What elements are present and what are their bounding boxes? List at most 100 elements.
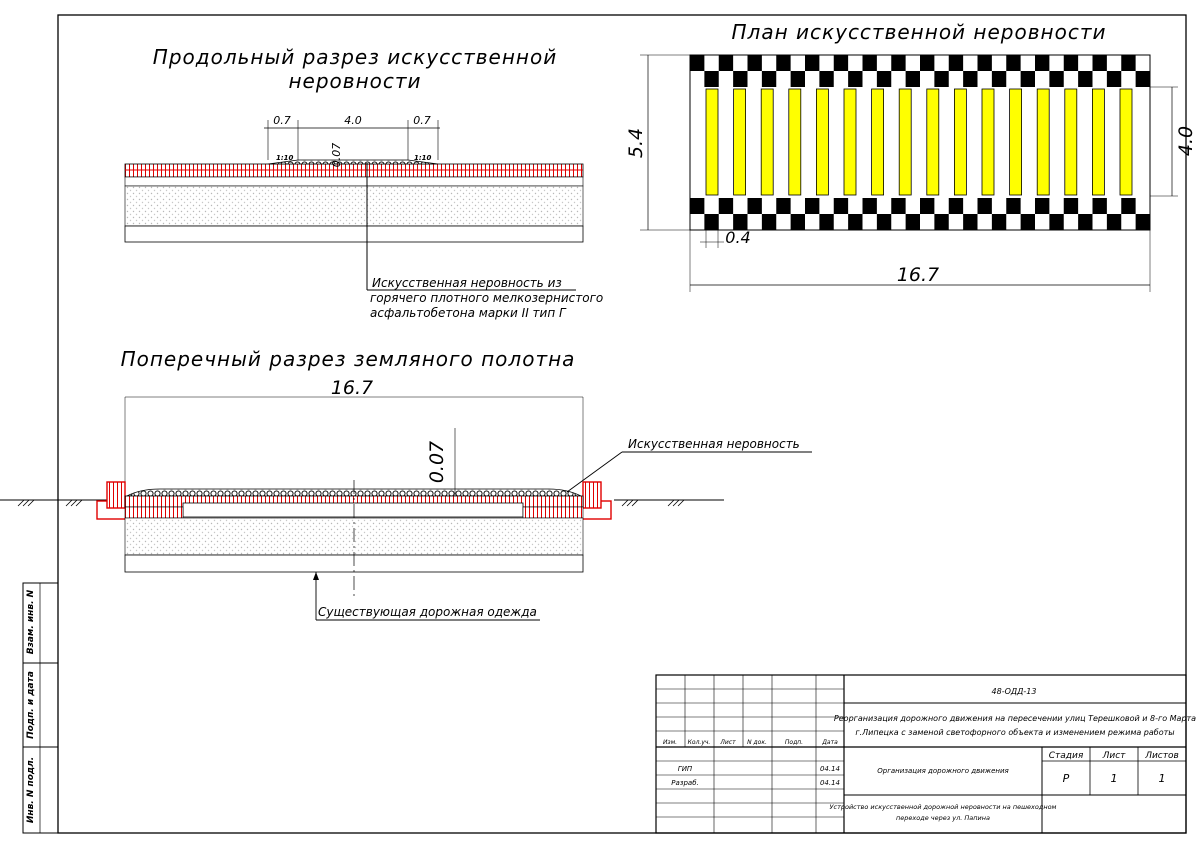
role-developer: Разраб. [671, 779, 699, 787]
callout-hump-material-line3: асфальтобетона марки II тип Г [370, 306, 567, 320]
yellow-stripes [705, 88, 1133, 196]
checker-cell [963, 214, 978, 230]
checker-cell [819, 214, 834, 230]
checker-cell [776, 198, 791, 214]
dim-stripe-width: 0.4 [725, 228, 750, 247]
yellow-stripe [1064, 88, 1078, 196]
checker-cell [1135, 214, 1150, 230]
yellow-stripe [816, 88, 829, 196]
stamp-replaced-inv: Взам. инв. N [26, 589, 36, 654]
dim-plan-length: 16.7 [897, 264, 939, 286]
checker-cell [1063, 198, 1079, 214]
checker-cell [1078, 214, 1093, 230]
checker-cell [1035, 198, 1050, 214]
date-gip: 04.14 [820, 765, 840, 773]
checker-cell [805, 55, 820, 71]
sheet-label: Лист [1102, 751, 1127, 761]
yellow-stripe [898, 88, 912, 196]
checker-cell [1121, 198, 1136, 214]
dim-plan-inner: 4.0 [1175, 126, 1197, 156]
col-list: Лист [719, 739, 736, 746]
checker-cell [891, 55, 906, 71]
checker-cell [905, 214, 920, 230]
yellow-stripe [954, 88, 967, 196]
checker-cell [733, 71, 748, 87]
stamp-original-inv: Инв. N подл. [26, 757, 36, 823]
checker-cell [718, 198, 734, 214]
sheets-value: 1 [1159, 772, 1166, 785]
checker-cell [1020, 214, 1035, 230]
checker-cell [1006, 55, 1021, 71]
side-stamp: Взам. инв. N Подп. и дата Инв. N подл. [22, 582, 59, 834]
plan-title: План искусственной неровности [732, 20, 1107, 44]
checker-cell [718, 55, 734, 71]
checker-cell [948, 198, 964, 214]
role-gip: ГИП [678, 765, 693, 773]
checker-cell [1092, 55, 1107, 71]
checker-cell [1106, 214, 1122, 230]
checker-cell [690, 55, 705, 71]
dim-ramp-right: 0.7 [413, 114, 431, 127]
checker-cell [848, 71, 863, 87]
checker-cell [761, 214, 777, 230]
drawing-name-line2: переходе через ул. Папина [896, 814, 990, 822]
drawing-name-line1: Устройство искусственной дорожной неровн… [830, 803, 1057, 811]
checker-cell [776, 55, 791, 71]
yellow-stripe [1119, 88, 1133, 196]
checker-cell [991, 71, 1007, 87]
checker-cell [948, 55, 964, 71]
checker-cell [704, 71, 719, 87]
checker-cell [1092, 198, 1107, 214]
yellow-stripe [843, 88, 857, 196]
col-izm: Изм. [663, 739, 677, 746]
checker-cell [1049, 71, 1064, 87]
col-ndok: N док. [747, 739, 767, 746]
longitudinal-section: Продольный разрез искусственной неровнос… [124, 45, 603, 320]
checker-cell [1006, 198, 1021, 214]
sheet-frame [57, 14, 1187, 834]
checker-cell [862, 55, 877, 71]
cross-title: Поперечный разрез земляного полотна [121, 347, 576, 371]
slope-right-label: 1:10 [414, 154, 432, 162]
col-data: Дата [821, 739, 838, 746]
longitudinal-title-line1: Продольный разрез искусственной [153, 45, 557, 69]
longitudinal-title-line2: неровности [288, 69, 421, 93]
checker-cell [761, 71, 777, 87]
checker-cell [876, 71, 892, 87]
yellow-stripe [1036, 88, 1050, 196]
yellow-stripe [926, 88, 940, 196]
sheets-label: Листов [1144, 751, 1179, 761]
checker-cell [833, 198, 849, 214]
checker-cell [1049, 214, 1064, 230]
dim-plateau: 4.0 [344, 114, 362, 127]
document-code: 48-ОДД-13 [992, 687, 1037, 696]
sheet-value: 1 [1111, 772, 1118, 785]
checker-cell [934, 71, 949, 87]
callout-existing-pavement: Существующая дорожная одежда [318, 605, 537, 619]
dim-cross-height: 0.07 [426, 441, 448, 483]
checker-cell [790, 214, 805, 230]
sand-layer [124, 225, 584, 243]
yellow-stripe [871, 88, 884, 196]
checker-cell [920, 55, 935, 71]
project-line2: г.Липецка с заменой светофорного объекта… [855, 728, 1174, 737]
checker-cell [1121, 55, 1136, 71]
yellow-stripe [760, 88, 774, 196]
col-podp: Подп. [785, 739, 803, 746]
checker-cell [1135, 71, 1150, 87]
checker-cell [747, 198, 762, 214]
checker-cell [1035, 55, 1050, 71]
checker-cell [963, 71, 978, 87]
yellow-stripe [733, 88, 746, 196]
checker-cell [790, 71, 805, 87]
section-name: Организация дорожного движения [877, 767, 1008, 775]
checker-cell [991, 214, 1007, 230]
callout-hump-material-line1: Искусственная неровность из [372, 276, 562, 290]
checker-cell [862, 198, 877, 214]
checker-cell [704, 214, 719, 230]
curb-left [106, 481, 126, 509]
checker-cell [905, 71, 920, 87]
dim-ramp-left: 0.7 [273, 114, 291, 127]
